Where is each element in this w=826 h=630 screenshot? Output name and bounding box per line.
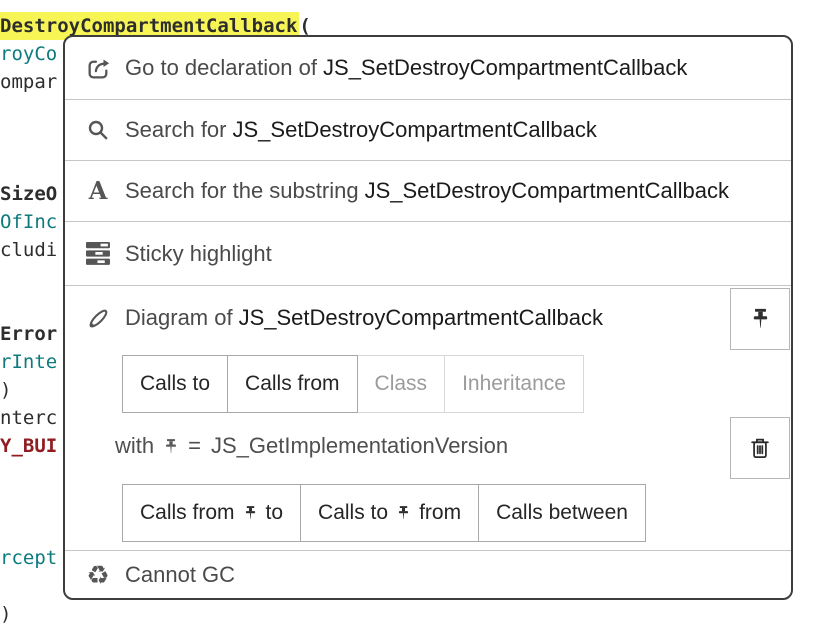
- equals-label: =: [188, 433, 201, 458]
- pushpin-icon: [751, 308, 770, 330]
- menu-item-prefix: Go to declaration of: [125, 55, 318, 80]
- pushpin-icon: [244, 505, 257, 521]
- highlighted-symbol-line: DestroyCompartmentCallback(: [0, 12, 311, 40]
- code-fragment: OfInc: [0, 211, 58, 233]
- menu-item-label: Sticky highlight: [125, 240, 272, 266]
- search-icon: [83, 118, 113, 142]
- code-fragment: ): [0, 603, 12, 625]
- menu-item-prefix: Search for the substring: [125, 178, 359, 203]
- symbol-name: JS_SetDestroyCompartmentCallback: [232, 117, 597, 142]
- calls-to-button[interactable]: Calls to: [122, 355, 229, 413]
- code-fragment: ompar: [0, 71, 58, 93]
- diagram-buttons-row2: Calls from to Calls to: [122, 484, 646, 542]
- pushpin-icon: [164, 438, 178, 455]
- trash-icon: [749, 437, 771, 460]
- sticky-highlight-icon: [83, 241, 113, 266]
- code-fragment: rcept: [0, 547, 58, 569]
- code-fragment: ): [0, 379, 12, 401]
- code-fragment: Y_BUI: [0, 435, 58, 457]
- clear-pin-button[interactable]: [730, 417, 790, 479]
- recycle-icon: ♻: [86, 559, 110, 590]
- code-fragment: SizeO: [0, 183, 58, 205]
- calls-from-pin-to-button[interactable]: Calls from to: [122, 484, 302, 542]
- highlighted-symbol-token[interactable]: DestroyCompartmentCallback: [0, 12, 300, 40]
- code-fragment: royCo: [0, 43, 58, 65]
- symbol-name: JS_SetDestroyCompartmentCallback: [323, 55, 688, 80]
- pin-symbol-button[interactable]: [730, 288, 790, 350]
- go-to-declaration-icon: [83, 56, 113, 81]
- substring-letter-icon: A: [88, 176, 108, 205]
- diagram-prefix: Diagram of: [125, 305, 233, 330]
- code-fragment: cludi: [0, 239, 58, 261]
- menu-item-cannot-gc[interactable]: ♻ Cannot GC: [65, 550, 791, 598]
- code-paren: (: [299, 15, 311, 37]
- symbol-name: JS_SetDestroyCompartmentCallback: [238, 305, 603, 330]
- code-fragment: Error: [0, 323, 58, 345]
- symbol-name: JS_SetDestroyCompartmentCallback: [364, 178, 729, 203]
- with-label: with: [115, 433, 155, 458]
- code-fragment: nterc: [0, 407, 58, 429]
- menu-item-label: Cannot GC: [125, 561, 236, 587]
- menu-item-sticky-highlight[interactable]: Sticky highlight: [65, 221, 791, 285]
- pencil-icon: [83, 306, 113, 331]
- code-fragment: rInte: [0, 351, 58, 373]
- class-button: Class: [356, 355, 446, 413]
- diagram-buttons-row1: Calls to Calls from Class Inheritance: [122, 355, 584, 413]
- inheritance-button: Inheritance: [444, 355, 584, 413]
- pushpin-icon: [397, 505, 410, 521]
- pinned-symbol-name: JS_GetImplementationVersion: [210, 433, 509, 458]
- pinned-symbol-row: with = JS_GetImplementationVersion: [115, 423, 508, 469]
- calls-to-pin-from-button[interactable]: Calls to from: [300, 484, 480, 542]
- calls-from-button[interactable]: Calls from: [227, 355, 358, 413]
- calls-between-button[interactable]: Calls between: [478, 484, 646, 542]
- menu-item-prefix: Search for: [125, 117, 227, 142]
